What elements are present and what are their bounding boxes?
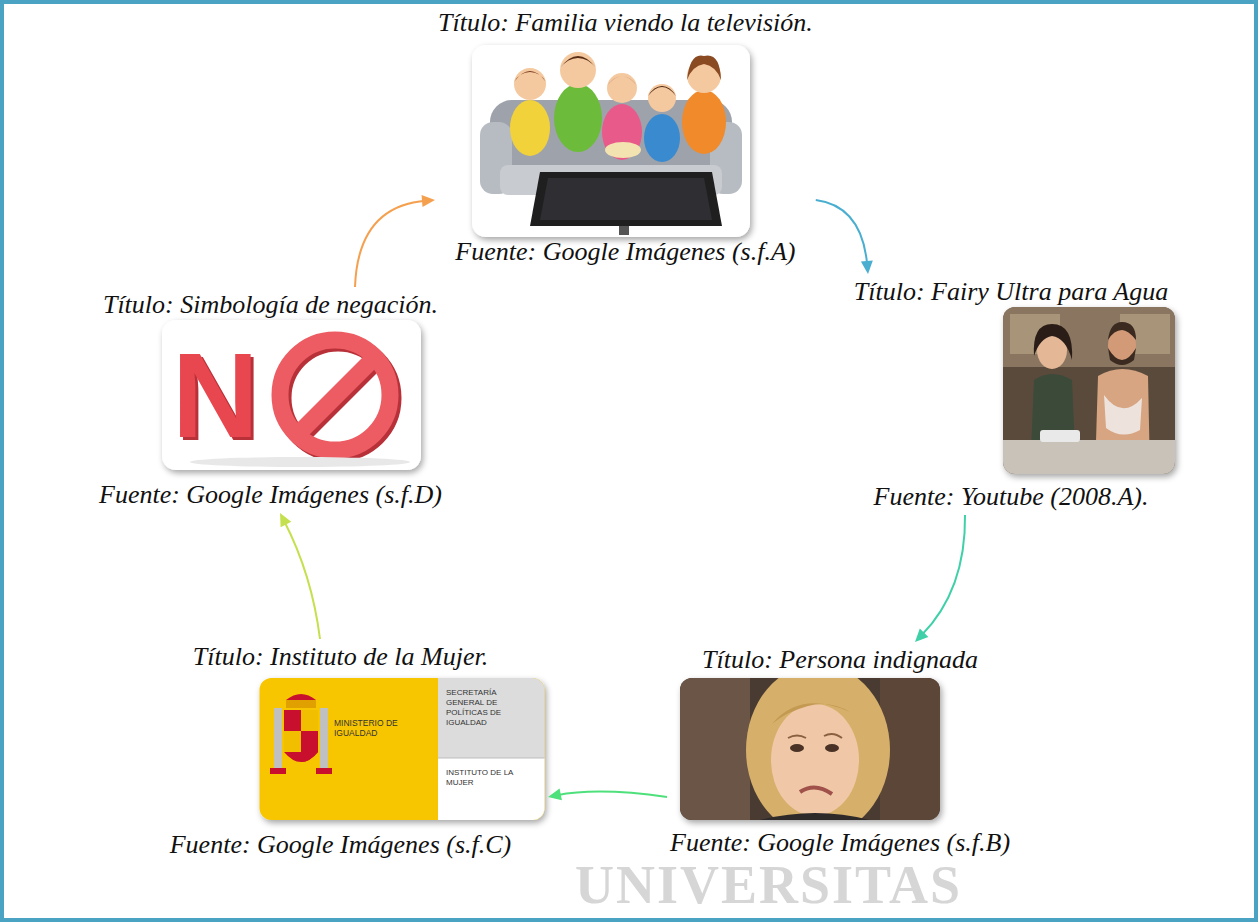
logo-text: MINISTERIO DE IGUALDAD (334, 718, 406, 738)
image-source: Fuente: Youtube (2008.A). (874, 482, 1149, 512)
arrow-head (548, 789, 562, 801)
image-title: Título: Instituto de la Mujer. (193, 642, 488, 672)
arrow-head (915, 629, 928, 642)
sign-letter: N (172, 335, 259, 455)
annoyed-person-picture (680, 664, 940, 836)
cycle-arrow (280, 513, 320, 639)
arrow-line (284, 521, 320, 639)
image-card: Título: Instituto de la Mujer. Fuente: Go… (136, 642, 545, 860)
image-source: Fuente: Google Imágenes (s.f.C) (170, 830, 512, 860)
image-title: Título: Simbología de negación. (103, 290, 438, 320)
cycle-arrow (548, 789, 667, 801)
image-title: Título: Fairy Ultra para Agua (854, 277, 1168, 307)
institute-logo-picture (260, 678, 546, 820)
negation-sign-picture (162, 320, 421, 470)
cycle-arrow (355, 195, 435, 287)
image-source: Fuente: Google Imágenes (s.f.A) (455, 237, 795, 267)
picture-slot (472, 45, 750, 237)
arrow-line (557, 792, 667, 797)
cycle-arrow (816, 200, 873, 274)
arrow-line (816, 200, 867, 265)
image-card: Título: Fairy Ultra para AguaFuente: You… (847, 277, 1175, 512)
arrow-head (861, 261, 873, 274)
image-title: Título: Persona indignada (702, 645, 978, 675)
arrow-line (355, 201, 426, 287)
logo-text: INSTITUTO DE LA MUJER (446, 768, 516, 788)
family-tv-picture (472, 45, 750, 237)
fairy-advert-picture (1003, 307, 1175, 474)
image-source: Fuente: Google Imágenes (s.f.D) (99, 480, 442, 510)
image-source: Fuente: Google Imágenes (s.f.B) (670, 828, 1010, 858)
picture-slot (1003, 307, 1175, 474)
arrow-head (280, 513, 291, 527)
picture-slot (680, 678, 940, 820)
image-card: Título: Familia viendo la televisión. Fue… (438, 8, 813, 267)
cycle-arrow (915, 515, 965, 642)
watermark: UNIVERSITAS (575, 856, 962, 915)
picture-slot (260, 678, 545, 820)
logo-text: SECRETARÍA GENERAL DE POLÍTICAS DE IGUAL… (446, 688, 516, 728)
arrow-head (422, 195, 435, 207)
image-card: Título: Persona indignadaFuente: Google … (670, 645, 1010, 858)
arrow-line (921, 515, 965, 636)
image-title: Título: Familia viendo la televisión. (438, 8, 813, 38)
image-card: Título: Simbología de negación. Fuente: G… (99, 290, 442, 510)
